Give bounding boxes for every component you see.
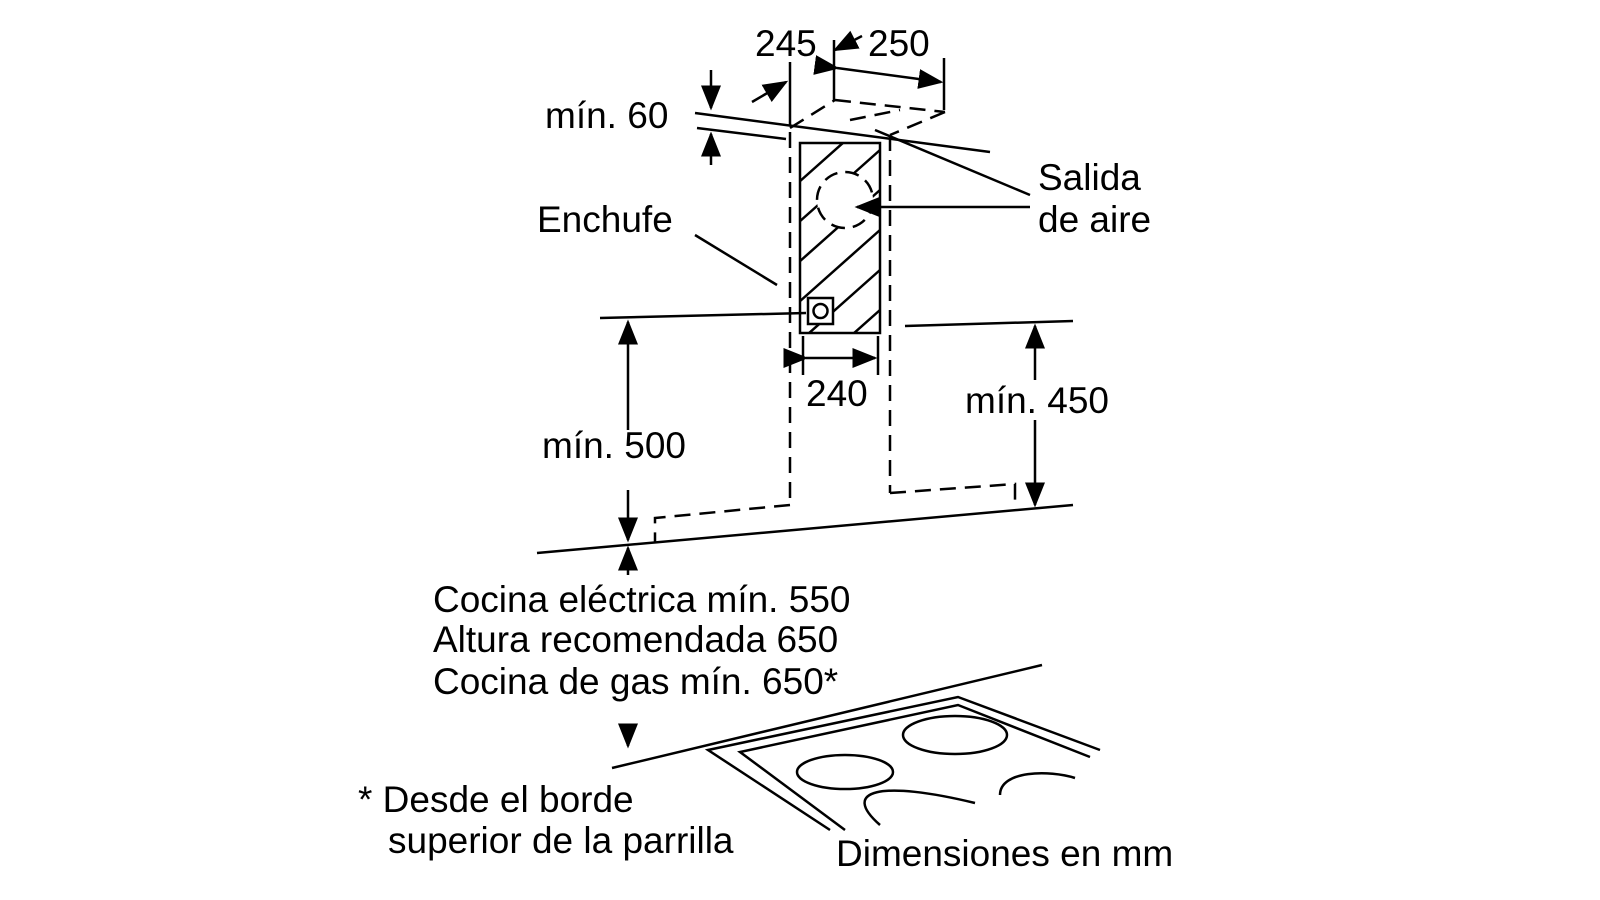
note-recommended: Altura recomendada 650 (433, 619, 838, 660)
dimension-245: 245 (755, 23, 817, 64)
dimension-min450: mín. 450 (965, 380, 1109, 421)
units-note: Dimensiones en mm (836, 833, 1173, 874)
label-enchufe: Enchufe (537, 199, 673, 240)
dimension-250: 250 (868, 23, 930, 64)
cooktop (611, 663, 1101, 832)
footnote-line1: * Desde el borde (358, 779, 634, 820)
ceiling-lines (694, 111, 991, 154)
dimension-240-lines (783, 336, 880, 375)
top-dimensions: 245 250 (751, 23, 946, 110)
dimension-240: 240 (806, 373, 868, 414)
footnote-line2: superior de la parrilla (388, 820, 734, 861)
note-gas: Cocina de gas mín. 650* (433, 661, 838, 702)
label-de-aire: de aire (1038, 199, 1151, 240)
note-electric: Cocina eléctrica mín. 550 (433, 579, 850, 620)
dimension-min60: mín. 60 (545, 95, 668, 136)
enchufe-leader (694, 233, 778, 287)
socket-icon (806, 296, 835, 326)
hood-lines (536, 311, 1074, 555)
label-salida: Salida (1038, 157, 1141, 198)
chimney-outline (788, 62, 946, 505)
dimension-min500: mín. 500 (542, 425, 686, 466)
air-outlet-circle (815, 170, 875, 230)
